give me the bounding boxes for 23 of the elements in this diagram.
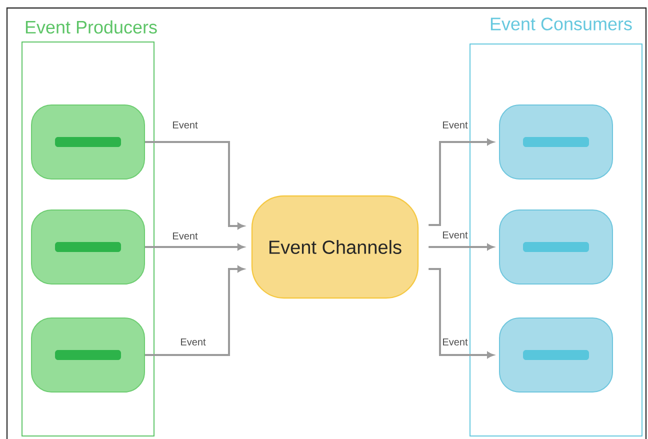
group-box: Event Producers [22,20,157,436]
arrow [428,268,494,358]
service-pill [499,318,613,392]
edge-label: Event [441,120,469,130]
arrow [428,244,494,250]
arrow [145,244,244,250]
edge-label: Event [171,120,199,130]
arrow [145,266,244,356]
edge-label: Event [179,338,207,346]
service-pill [31,210,145,284]
node-label: Event Producers [26,20,157,34]
service-pill [499,210,613,284]
arrow [145,141,244,230]
group-box: Event Consumers [470,18,642,436]
edge-label: Event [171,232,199,240]
channel-box: Event Channels [251,195,419,299]
service-pill [31,318,145,392]
node-label: Event Consumers [490,18,632,30]
edge-label: Event [441,338,469,346]
arrow [428,138,494,226]
service-pill [499,104,613,180]
edge-label: Event [441,230,469,240]
service-pill [31,104,145,180]
